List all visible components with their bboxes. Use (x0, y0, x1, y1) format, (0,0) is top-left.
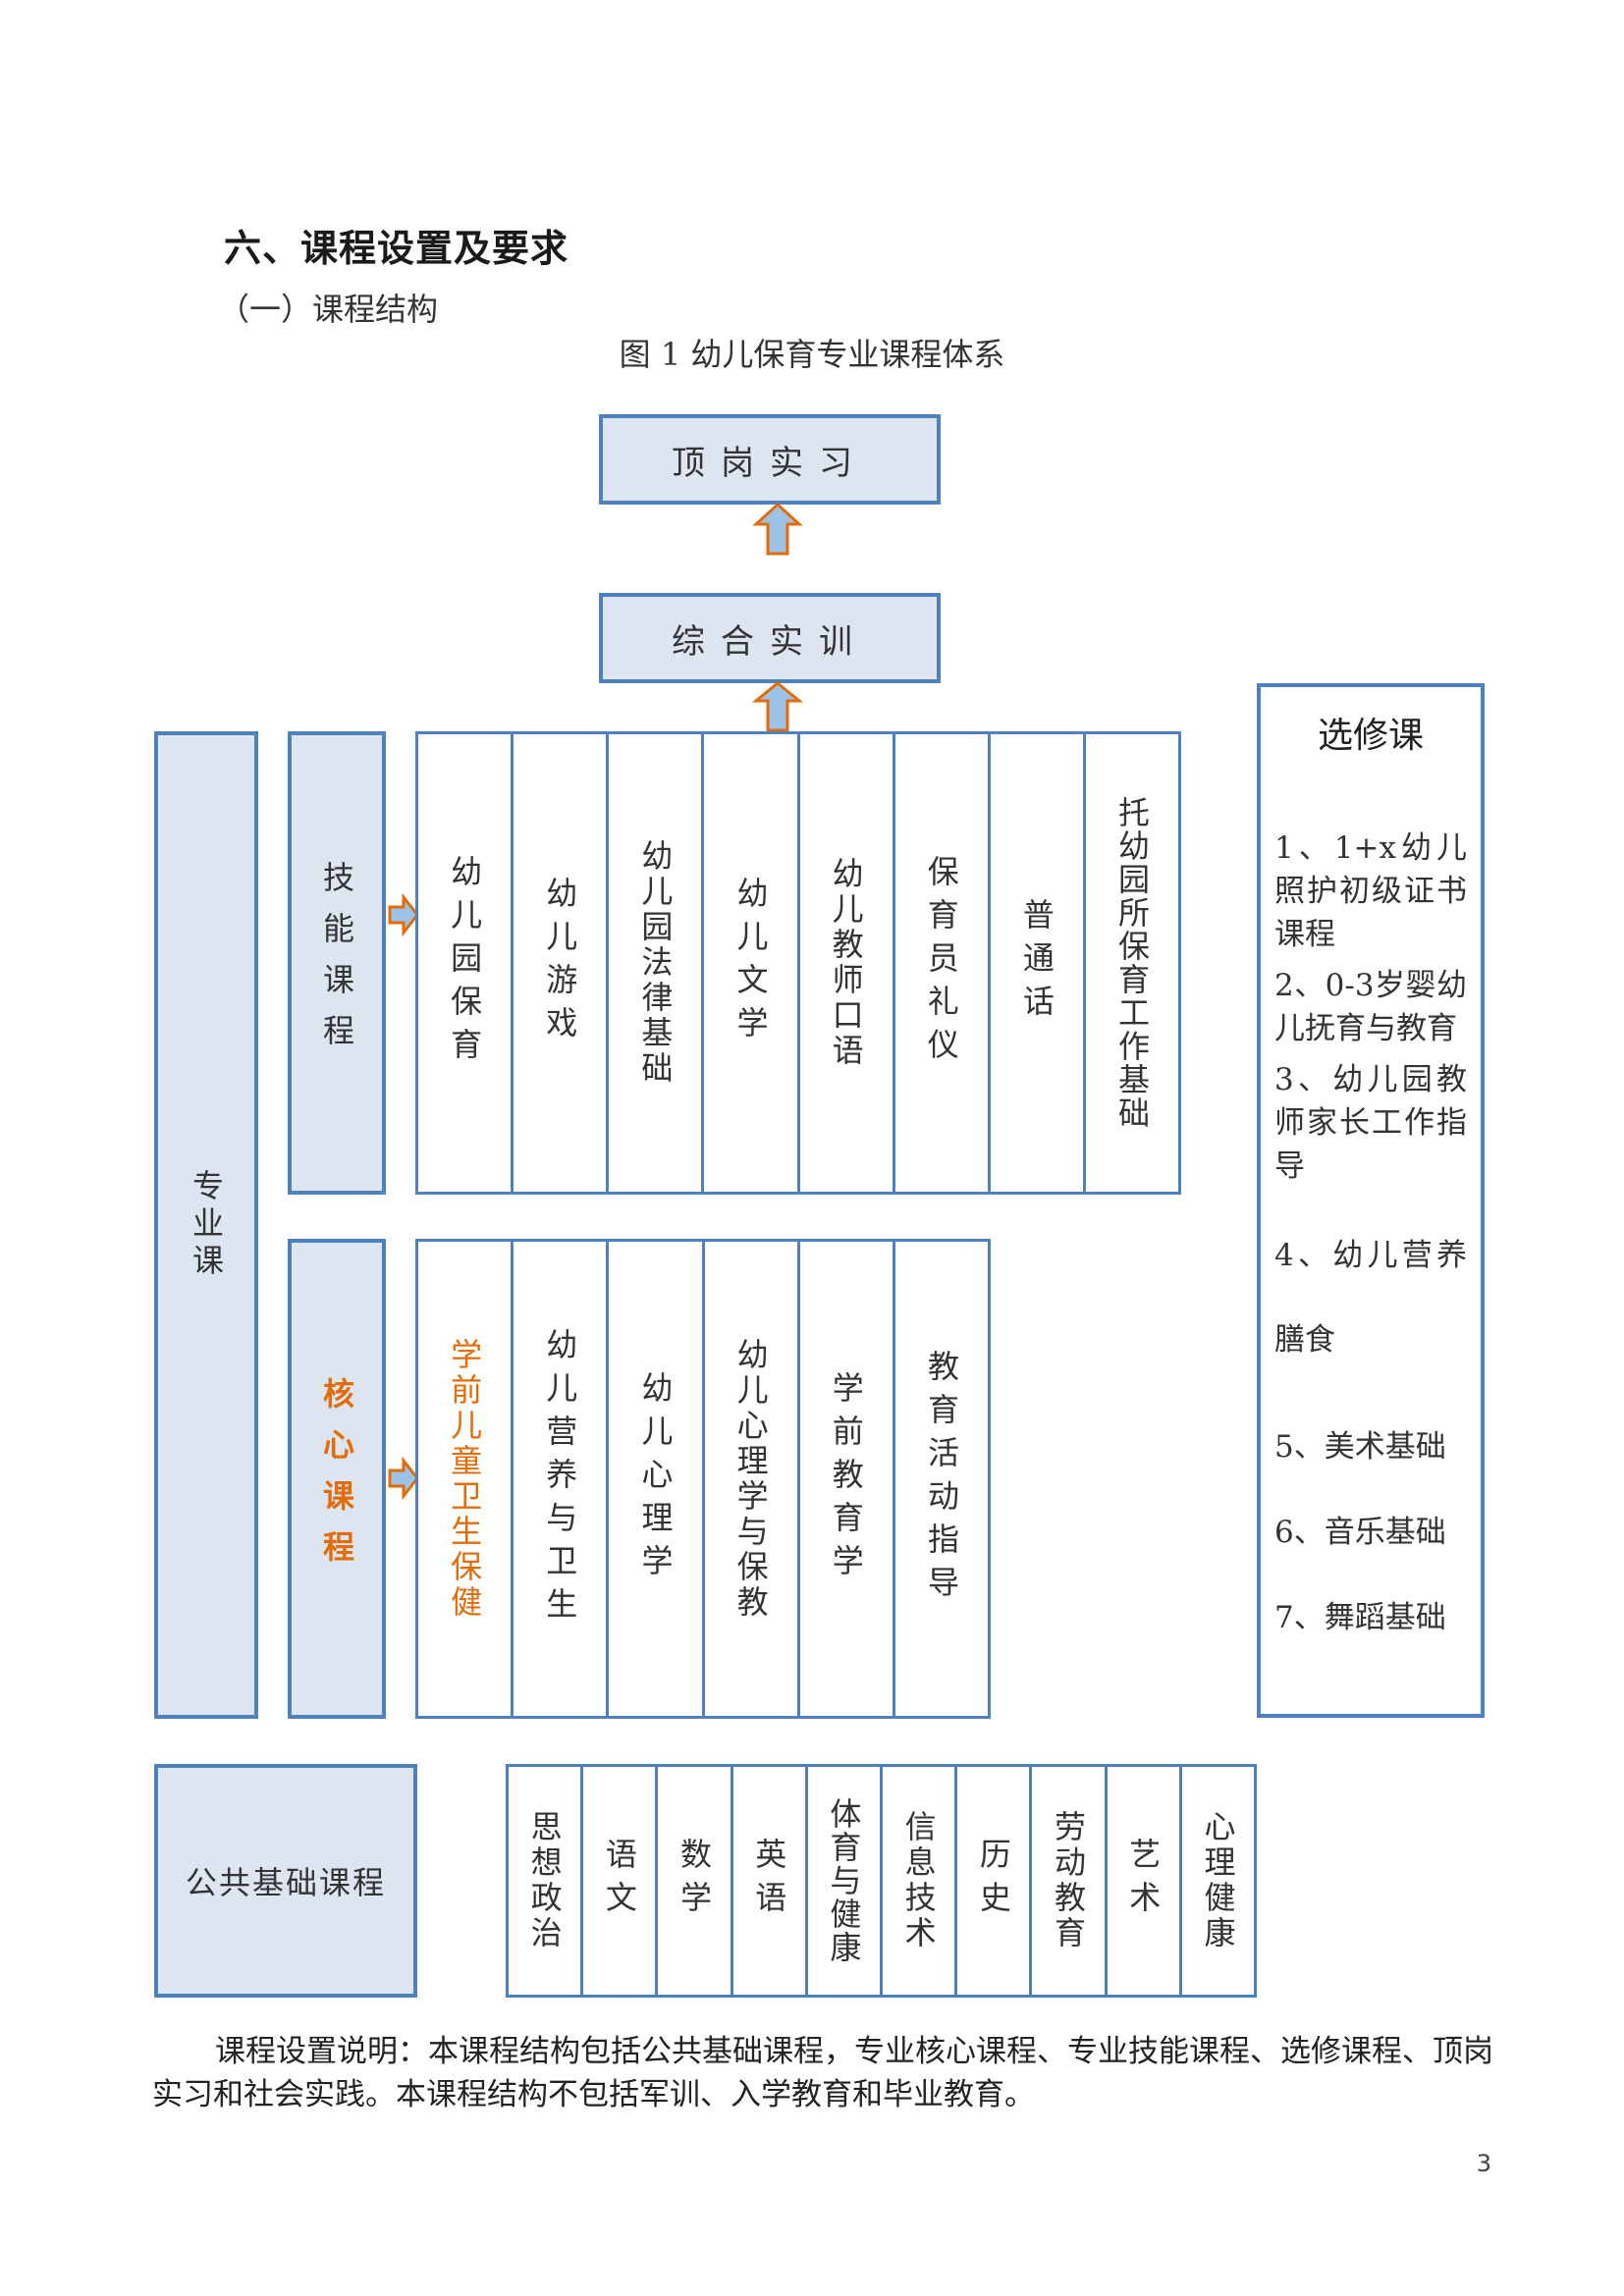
core-course-text: 幼儿营养与卫生 (541, 1327, 579, 1630)
skill-course-cell: 普通话 (987, 731, 1086, 1195)
professional-course-box: 专业课 (154, 731, 258, 1719)
elective-item: 3、幼儿园教师家长工作指导 (1274, 1062, 1467, 1184)
elective-item: 7、舞蹈基础 (1274, 1600, 1446, 1635)
course-note: 课程设置说明：本课程结构包括公共基础课程，专业核心课程、专业技能课程、选修课程、… (152, 2034, 1493, 2112)
skill-course-cell: 幼儿园保育 (415, 731, 514, 1195)
core-course-cell: 幼儿营养与卫生 (511, 1239, 610, 1719)
public-course-text: 信息技术 (899, 1810, 938, 1951)
core-course-cell: 幼儿心理学 (606, 1239, 705, 1719)
subsection-title: （一）课程结构 (218, 291, 439, 328)
arrow-up-to-training (751, 681, 804, 732)
comprehensive-training-label: 综合实训 (672, 621, 868, 662)
public-course-cell: 语文 (580, 1764, 659, 1998)
core-course-cell: 学前教育学 (796, 1239, 895, 1719)
internship-box: 顶岗实习 (599, 414, 941, 505)
public-course-text: 英语 (750, 1838, 788, 1924)
public-course-cell: 数学 (655, 1764, 733, 1998)
public-course-text: 心理健康 (1199, 1810, 1237, 1951)
public-course-cell: 历史 (954, 1764, 1033, 1998)
skill-course-label: 技能课程 (318, 861, 355, 1065)
public-course-cell: 劳动教育 (1029, 1764, 1108, 1998)
public-course-cell: 信息技术 (880, 1764, 958, 1998)
section-title: 六、课程设置及要求 (224, 227, 569, 270)
public-course-cell: 英语 (730, 1764, 808, 1998)
public-course-text: 艺术 (1124, 1838, 1163, 1924)
core-course-box: 核心课程 (288, 1239, 386, 1719)
public-course-text: 劳动教育 (1050, 1810, 1088, 1951)
skill-course-text: 幼儿教师口语 (827, 857, 865, 1069)
public-course-strip: 思想政治 语文 数学 英语 体育与健康 信息技术 历史 劳动教育 艺术 心理健康 (506, 1764, 1258, 1998)
elective-item: 5、美术基础 (1274, 1429, 1446, 1465)
skill-course-text: 幼儿文学 (731, 877, 770, 1049)
public-course-text: 思想政治 (525, 1810, 564, 1951)
arrow-right-skill (388, 892, 419, 937)
professional-course-label: 专业课 (188, 1169, 225, 1281)
core-course-cell: 学前儿童卫生保健 (415, 1239, 514, 1719)
core-course-label: 核心课程 (318, 1376, 355, 1581)
core-course-cell: 幼儿心理学与保教 (701, 1239, 800, 1719)
core-course-text: 幼儿心理学与保教 (731, 1337, 770, 1621)
page-number: 3 (1476, 2150, 1491, 2177)
skill-course-text: 幼儿园法律基础 (636, 839, 675, 1087)
elective-item: 6、音乐基础 (1274, 1515, 1446, 1550)
public-course-text: 数学 (676, 1838, 714, 1924)
skill-course-cell: 幼儿教师口语 (796, 731, 895, 1195)
public-foundation-box: 公共基础课程 (154, 1764, 417, 1998)
elective-item: 4、幼儿营养膳食 (1274, 1238, 1467, 1358)
public-course-text: 体育与健康 (825, 1797, 863, 1964)
arrow-up-to-internship (752, 502, 803, 556)
skill-course-box: 技能课程 (288, 731, 386, 1195)
public-course-text: 语文 (600, 1838, 638, 1924)
core-course-text: 幼儿心理学 (636, 1370, 675, 1587)
public-course-text: 历史 (974, 1838, 1012, 1924)
skill-course-cell: 保育员礼仪 (892, 731, 991, 1195)
elective-item: 1、1+x幼儿照护初级证书课程 (1274, 830, 1467, 952)
public-foundation-label: 公共基础课程 (185, 1864, 386, 1901)
electives-title: 选修课 (1317, 716, 1424, 756)
skill-course-text: 幼儿游戏 (541, 877, 579, 1049)
public-course-cell: 思想政治 (506, 1764, 584, 1998)
electives-box: 选修课 1、1+x幼儿照护初级证书课程 2、0-3岁婴幼儿抚育与教育 3、幼儿园… (1257, 683, 1485, 1718)
skill-course-cell: 托幼园所保育工作基础 (1082, 731, 1181, 1195)
core-course-text: 学前儿童卫生保健 (446, 1337, 484, 1621)
skill-course-text: 普通话 (1017, 898, 1056, 1028)
public-course-cell: 心理健康 (1178, 1764, 1258, 1998)
core-course-cell: 教育活动指导 (892, 1239, 992, 1719)
skill-course-cell: 幼儿文学 (701, 731, 800, 1195)
skill-course-text: 托幼园所保育工作基础 (1112, 796, 1151, 1130)
public-course-cell: 艺术 (1104, 1764, 1182, 1998)
skill-course-cell: 幼儿园法律基础 (606, 731, 705, 1195)
skill-course-strip: 幼儿园保育 幼儿游戏 幼儿园法律基础 幼儿文学 幼儿教师口语 保育员礼仪 普通话… (415, 731, 1181, 1195)
core-course-text: 教育活动指导 (922, 1349, 960, 1609)
skill-course-cell: 幼儿游戏 (511, 731, 610, 1195)
internship-label: 顶岗实习 (672, 443, 868, 483)
core-course-text: 学前教育学 (827, 1370, 865, 1587)
elective-item: 2、0-3岁婴幼儿抚育与教育 (1274, 968, 1467, 1046)
arrow-right-core (388, 1456, 419, 1501)
figure-caption: 图 1 幼儿保育专业课程体系 (619, 336, 1005, 373)
skill-course-text: 幼儿园保育 (446, 855, 484, 1071)
public-course-cell: 体育与健康 (804, 1764, 884, 1998)
core-course-strip: 学前儿童卫生保健 幼儿营养与卫生 幼儿心理学 幼儿心理学与保教 学前教育学 教育… (415, 1239, 992, 1719)
comprehensive-training-box: 综合实训 (599, 593, 941, 683)
skill-course-text: 保育员礼仪 (922, 855, 960, 1071)
